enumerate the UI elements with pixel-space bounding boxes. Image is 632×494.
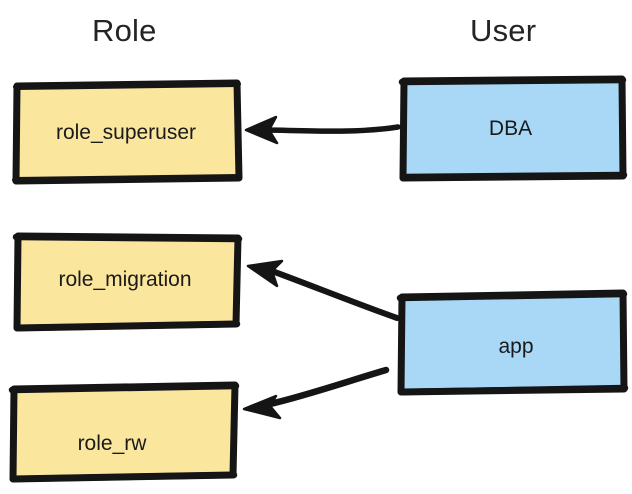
node-app[interactable]: app [396,289,629,396]
node-shape [12,232,243,332]
edge-app-to-role-rw [242,366,390,420]
node-shape [398,75,628,182]
node-shape [396,289,629,396]
node-role-rw[interactable]: role_rw [8,381,240,483]
node-shape [12,79,243,185]
column-header-user: User [470,13,537,48]
edge-app-to-role-migration [246,259,400,321]
node-role-superuser[interactable]: role_superuser [12,79,243,185]
column-header-role: Role [92,13,157,48]
node-role-migration[interactable]: role_migration [12,232,243,332]
edge-dba-to-role-superuser [244,115,401,145]
node-dba[interactable]: DBA [398,75,628,182]
node-shape [8,381,240,483]
